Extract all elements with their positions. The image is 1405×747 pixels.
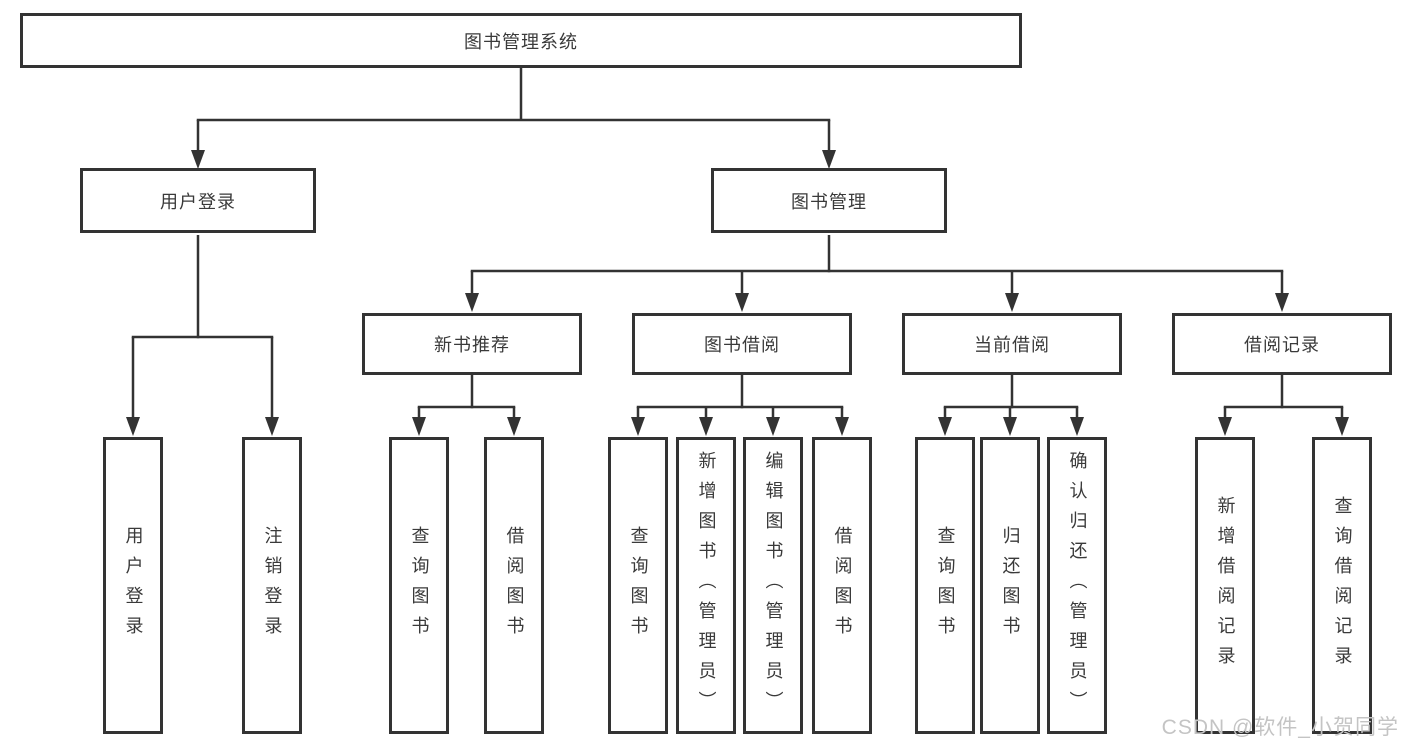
node-borrow-books-1: 借阅图书	[484, 437, 544, 734]
node-label: 借阅记录	[1244, 335, 1320, 355]
node-label: 新增借阅记录	[1215, 495, 1236, 676]
node-label: 当前借阅	[974, 335, 1050, 355]
node-label: 归还图书	[1000, 525, 1021, 646]
node-query-books-3: 查询图书	[915, 437, 975, 734]
node-add-borrow-record: 新增借阅记录	[1195, 437, 1255, 734]
node-book-management: 图书管理	[711, 168, 947, 233]
node-user-login-leaf: 用户登录	[103, 437, 163, 734]
node-label: 图书借阅	[704, 335, 780, 355]
node-current-borrowing: 当前借阅	[902, 313, 1122, 375]
node-label: 借阅图书	[832, 525, 853, 646]
node-book-borrowing: 图书借阅	[632, 313, 852, 375]
node-label: 用户登录	[160, 191, 236, 212]
node-label: 查询借阅记录	[1332, 495, 1353, 676]
node-label: 用户登录	[123, 525, 144, 646]
node-label: 查询图书	[628, 525, 649, 646]
node-label: 图书管理系统	[464, 31, 578, 52]
node-edit-books-admin: 编辑图书（管理员）	[743, 437, 803, 734]
node-query-books-2: 查询图书	[608, 437, 668, 734]
node-query-books-1: 查询图书	[389, 437, 449, 734]
node-label: 注销登录	[262, 525, 283, 646]
node-label: 编辑图书（管理员）	[763, 450, 784, 721]
node-user-login: 用户登录	[80, 168, 316, 233]
node-confirm-return-admin: 确认归还（管理员）	[1047, 437, 1107, 734]
node-borrowing-records: 借阅记录	[1172, 313, 1392, 375]
node-label: 图书管理	[791, 191, 867, 212]
node-label: 确认归还（管理员）	[1067, 450, 1088, 721]
node-label: 新增图书（管理员）	[696, 450, 717, 721]
node-logout: 注销登录	[242, 437, 302, 734]
node-library-management-system: 图书管理系统	[20, 13, 1022, 68]
node-label: 新书推荐	[434, 335, 510, 355]
node-new-book-recommendation: 新书推荐	[362, 313, 582, 375]
node-query-borrow-record: 查询借阅记录	[1312, 437, 1372, 734]
node-label: 查询图书	[935, 525, 956, 646]
node-add-books-admin: 新增图书（管理员）	[676, 437, 736, 734]
node-label: 查询图书	[409, 525, 430, 646]
node-label: 借阅图书	[504, 525, 525, 646]
node-borrow-books-2: 借阅图书	[812, 437, 872, 734]
node-return-books: 归还图书	[980, 437, 1040, 734]
csdn-watermark: CSDN @软件_小贺同学	[1161, 716, 1399, 739]
